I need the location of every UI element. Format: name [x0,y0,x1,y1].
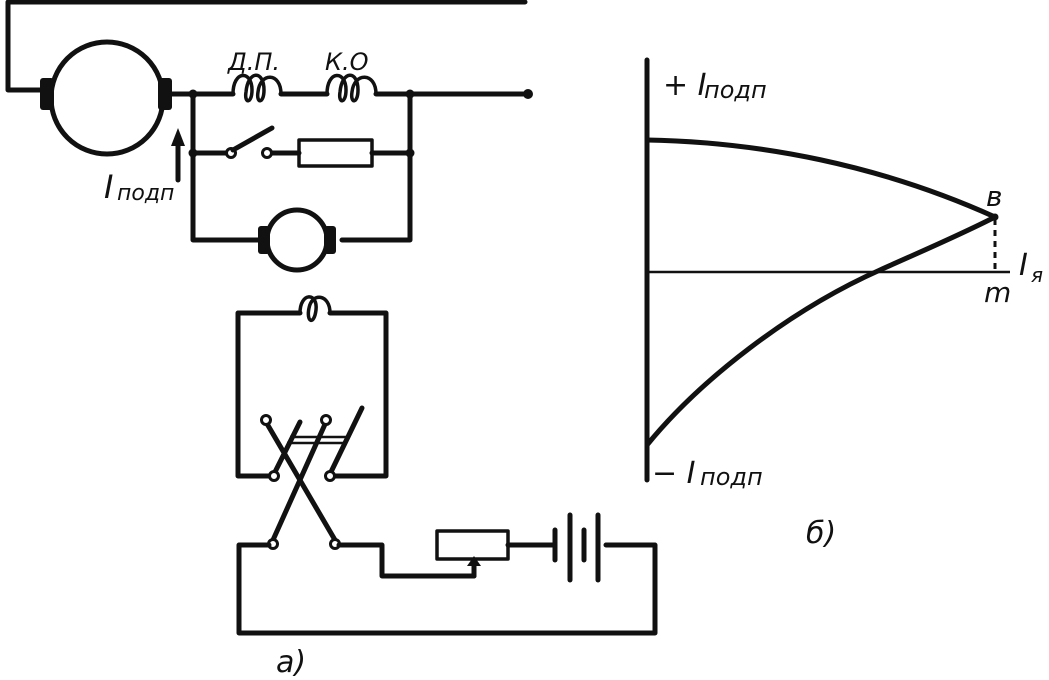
booster-armature [264,207,330,273]
characteristic-b: + I подп − I подп I я в m б) [644,57,1043,551]
winding-ko [325,73,378,103]
label-minus-i: − I [652,456,696,491]
label-i-main-sub: подп [117,181,174,206]
main-machine-brush-left [40,78,54,110]
label-point-v: в [986,180,1003,213]
booster-brush-right [324,226,336,254]
curve-lower [644,214,998,448]
excitation-loop [235,310,389,479]
main-machine-armature [48,39,166,157]
blade-right [327,405,365,477]
switch-terminal-4 [324,470,336,482]
switch-contact-right [261,147,273,159]
switch-terminal-2 [320,414,332,426]
booster-brush-left [258,226,270,254]
label-i-axis-sub: я [1031,263,1043,287]
blade-left [271,419,303,477]
current-arrow [171,128,185,183]
label-minus-i-sub: подп [700,463,763,491]
main-machine [40,39,172,157]
booster-machine [258,207,336,273]
curve-upper [644,137,998,220]
switch-terminal-1 [260,414,272,426]
label-i-main: I [104,168,113,206]
reversing-switch [260,405,365,550]
point-v-marker [991,213,999,221]
bus-right [339,91,413,243]
battery [552,512,601,583]
rheostat-slider-arrow [467,556,481,566]
switch-blade [230,125,275,153]
label-plus-i: + I [663,68,707,103]
winding-dp [231,73,283,103]
current-arrow-head [171,128,185,146]
terminal-right [523,89,533,99]
bus-left [190,91,265,243]
cross-blade-2 [270,419,329,543]
main-machine-brush-right [158,78,172,110]
circuit-a: Д.П. К.О I подп а) [5,0,658,680]
label-i-axis: I [1019,248,1028,283]
switch-terminal-3 [268,470,280,482]
supply-loop [236,542,658,636]
label-plus-i-sub: подп [704,76,767,104]
feed-wire-top [5,0,528,93]
rheostat [435,529,510,561]
label-ko: К.О [325,48,369,76]
excitation-winding [298,295,332,322]
shunt-resistor [297,138,374,168]
label-fig-a: а) [276,645,306,680]
label-point-m: m [984,276,1011,309]
label-fig-b: б) [806,516,836,551]
label-dp: Д.П. [227,48,280,76]
